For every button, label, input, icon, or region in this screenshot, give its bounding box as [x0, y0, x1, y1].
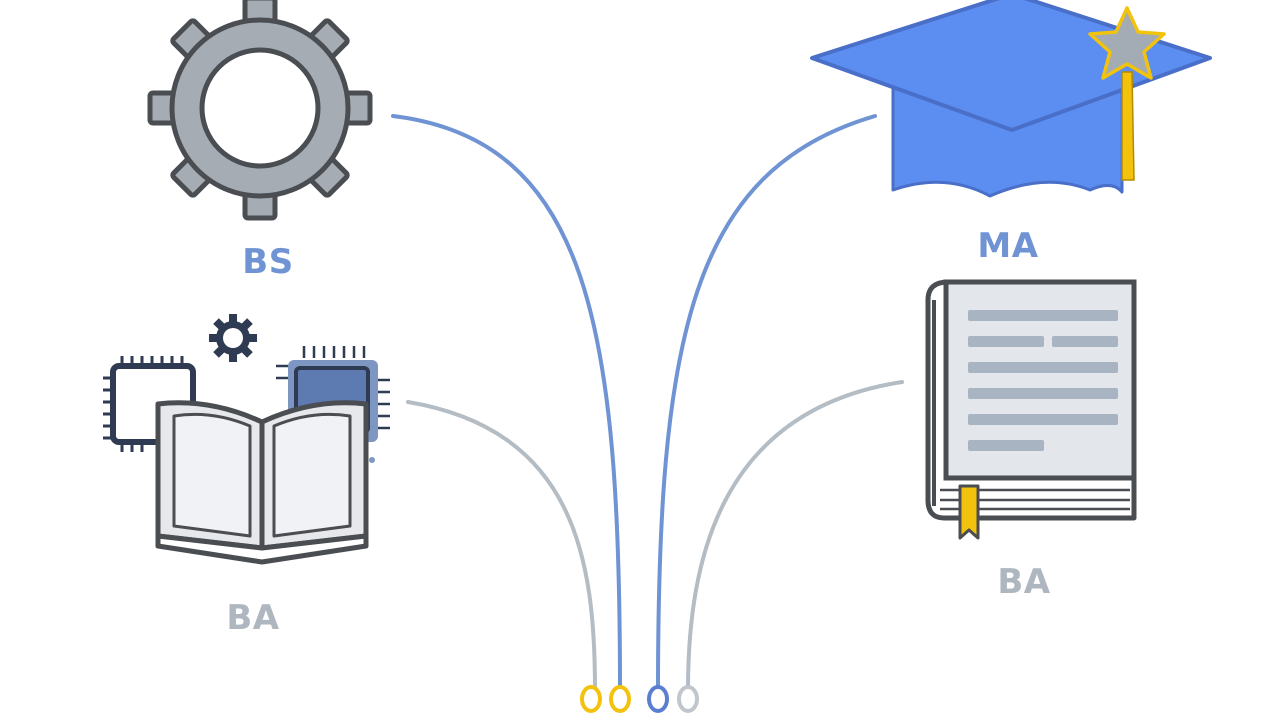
connector-ba-right: [686, 380, 904, 692]
open-book-icon: [155, 400, 369, 565]
open-book-with-chips-icon: [103, 314, 390, 565]
connector-ma: [656, 114, 877, 692]
end-ring-bs: [609, 685, 631, 713]
end-ring-ba-left: [580, 685, 602, 713]
bookmark-icon: [958, 484, 980, 540]
graduation-cap-icon: [810, 0, 1212, 198]
end-ring-ma: [647, 685, 669, 713]
label-ba-left: BA: [226, 598, 280, 638]
end-ring-ba-right: [677, 685, 699, 713]
small-gear-icon: [209, 314, 257, 362]
connector-ba-left: [406, 400, 597, 692]
label-ma: MA: [977, 226, 1039, 266]
connector-bs: [391, 114, 622, 692]
closed-book-icon: [925, 279, 1137, 540]
label-bs: BS: [242, 242, 294, 282]
star-icon: [1088, 6, 1166, 80]
label-ba-right: BA: [997, 562, 1051, 602]
gear-icon: [147, 0, 373, 221]
